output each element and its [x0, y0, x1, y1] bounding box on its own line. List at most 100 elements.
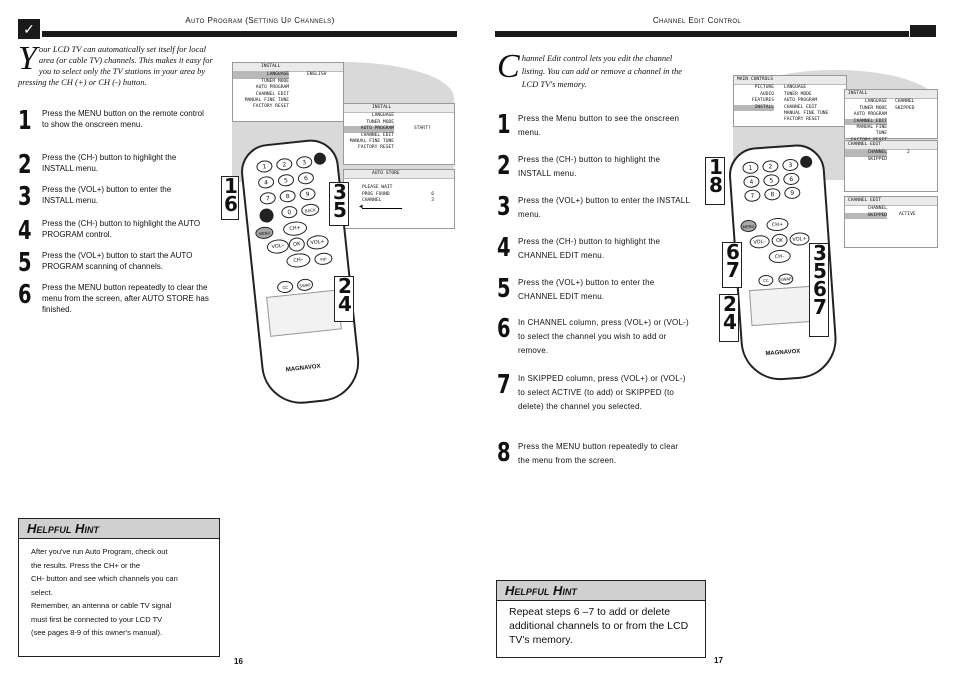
callout-number: 4 [338, 292, 352, 316]
menu-line: PLEASE WAIT [362, 185, 393, 191]
step-text: Press the (VOL+) button to start the AUT… [42, 251, 193, 271]
right-menu-install: INSTALL LANGUAGE TUNER MODE AUTO PROGRAM… [844, 89, 938, 143]
digit-button-5[interactable]: 5 [277, 173, 295, 188]
menu-item: MANUAL FINE TUNE [349, 139, 394, 145]
remote-panel [266, 289, 342, 337]
ch-minus-button[interactable]: CH– [768, 249, 792, 264]
power-button[interactable] [799, 155, 813, 169]
callout-box: 3 5 [329, 182, 349, 226]
digit-button-4[interactable]: 4 [257, 175, 275, 190]
callout-box: 2 4 [719, 294, 739, 342]
digit-button-8[interactable]: 8 [279, 189, 297, 204]
callout-number: 3 [333, 180, 347, 204]
digit-button-9[interactable]: 9 [298, 187, 317, 201]
digit-button-2[interactable]: 2 [275, 157, 293, 172]
vol-plus-button[interactable]: VOL+ [789, 231, 810, 247]
cc-button[interactable]: CC [276, 280, 294, 294]
step-text: In CHANNEL column, press (VOL+) or (VOL-… [518, 318, 689, 355]
step-number: 1 [18, 106, 32, 136]
menu-title: CHANNEL EDIT [845, 141, 937, 151]
callout-box: 1 6 [221, 176, 239, 220]
left-menu-install-2: INSTALL LANGUAGE TUNER MODE AUTO PROGRAM… [343, 103, 455, 165]
ok-button[interactable]: OK [771, 233, 789, 248]
menu-item: FEATURES [751, 98, 774, 104]
callout-box: 3 5 6 7 [809, 243, 829, 337]
submenu-item: LANGUAGE [784, 85, 807, 91]
callout-number: 2 [338, 274, 352, 298]
left-menu-install-1: INSTALL LANGUAGE TUNER MODE AUTO PROGRAM… [232, 62, 344, 122]
digit-button-4[interactable]: 4 [743, 175, 760, 189]
digit-button-1[interactable]: 1 [255, 159, 274, 174]
ch-minus-button[interactable]: CH– [285, 252, 312, 269]
digit-button-3[interactable]: 3 [295, 155, 313, 170]
menu-button[interactable]: MENU [740, 219, 757, 233]
remote-brand: MAGNAVOX [285, 363, 321, 374]
menu-value: START? [414, 126, 431, 132]
menu-value: SKIPPED [895, 105, 915, 111]
back-button[interactable]: BACK [300, 203, 320, 217]
menu-title: INSTALL [344, 104, 454, 114]
digit-button-6[interactable]: 6 [782, 172, 800, 186]
menu-item: CHANNEL EDIT [360, 132, 394, 138]
menu-item: CHANNEL [867, 206, 887, 212]
menu-line-label: PROG FOUND [362, 191, 390, 197]
digit-button-2[interactable]: 2 [762, 159, 779, 173]
mute-button[interactable] [258, 207, 275, 224]
digit-button-6[interactable]: 6 [297, 171, 315, 186]
digit-button-1[interactable]: 1 [742, 161, 759, 175]
menu-item: SKIPPED [867, 156, 887, 162]
swap-button[interactable]: SWAP [777, 273, 794, 286]
digit-button-9[interactable]: 9 [783, 186, 801, 200]
step-number: 5 [497, 274, 511, 304]
menu-title: CHANNEL EDIT [845, 197, 937, 207]
menu-item: TUNER MODE [859, 105, 887, 111]
vol-minus-button[interactable]: VOL– [749, 234, 771, 249]
step-text: Press the (CH-) button to highlight the … [518, 155, 661, 178]
digit-button-8[interactable]: 8 [763, 187, 781, 201]
hint-line: the results. Press the CH+ or the [31, 560, 141, 570]
ch-plus-button[interactable]: CH+ [282, 220, 308, 237]
menu-item: PICTURE [754, 85, 774, 91]
submenu-item: FACTORY RESET [784, 117, 820, 123]
power-button[interactable] [313, 152, 327, 166]
digit-button-7[interactable]: 7 [744, 189, 761, 203]
callout-number: 7 [813, 295, 827, 319]
callout-number: 6 [726, 240, 740, 264]
menu-item: INSTALL [734, 104, 774, 112]
menu-item: LANGUAGE [233, 72, 289, 79]
right-page-title: Channel Edit Control [652, 16, 742, 25]
menu-button[interactable]: MENU [254, 225, 274, 240]
vol-plus-button[interactable]: VOL+ [305, 234, 330, 251]
step-number: 6 [18, 280, 32, 310]
digit-button-3[interactable]: 3 [781, 158, 799, 172]
menu-item: AUDIO [760, 91, 774, 97]
hint-line: CH- button and see which channels you ca… [31, 574, 178, 583]
callout-number: 2 [723, 292, 737, 316]
menu-title: INSTALL [233, 63, 343, 73]
hint-line: select. [31, 587, 53, 597]
hint-line: must first be connected to your LCD TV [31, 614, 163, 624]
swap-button[interactable]: SWAP [296, 278, 314, 292]
menu-item: AUTO PROGRAM [853, 112, 887, 118]
right-menu-channel-edit-1: CHANNEL EDIT CHANNEL SKIPPED 2 [844, 140, 938, 192]
menu-item: FACTORY RESET [253, 104, 289, 110]
digit-button-5[interactable]: 5 [762, 173, 780, 187]
cc-button[interactable]: CC [757, 274, 774, 287]
step-number: 5 [18, 248, 32, 278]
step-number: 1 [497, 110, 511, 140]
step-text: Press the MENU button repeatedly to clea… [518, 442, 679, 465]
step-text: Press the Menu button to see the onscree… [518, 114, 680, 137]
pip-button[interactable]: P/P [313, 251, 333, 266]
digit-button-7[interactable]: 7 [259, 191, 277, 206]
ch-plus-button[interactable]: CH+ [766, 217, 789, 232]
callout-box: 1 8 [705, 157, 725, 205]
ok-button[interactable]: OK [288, 236, 306, 253]
vol-minus-button[interactable]: VOL– [266, 238, 290, 255]
menu-item: CHANNEL [845, 150, 887, 157]
step-text: In SKIPPED column, press (VOL+) or (VOL-… [518, 374, 686, 411]
digit-button-0[interactable]: 0 [280, 205, 298, 219]
menu-item: TUNER MODE [261, 78, 289, 84]
menu-item: LANGUAGE [864, 99, 887, 105]
